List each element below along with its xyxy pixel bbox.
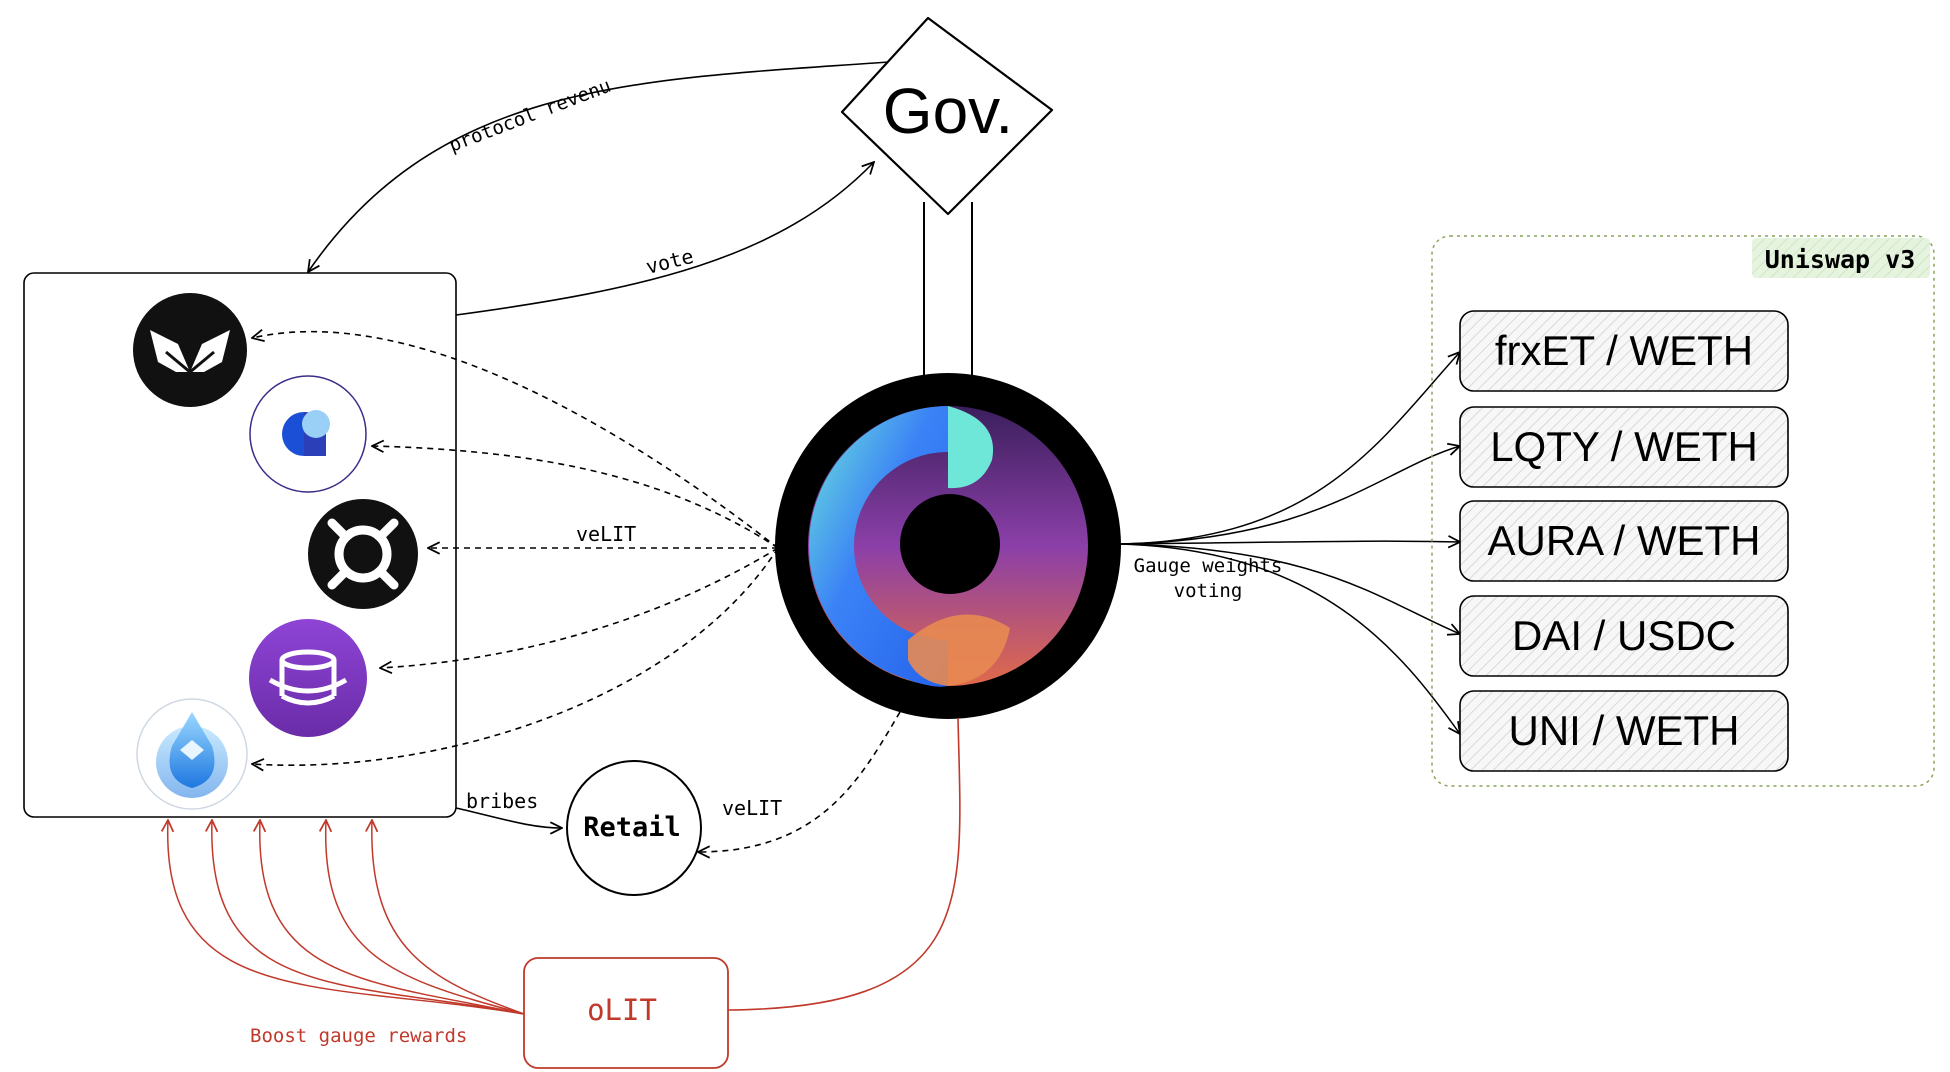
pool-item: frxET / WETH [1459,310,1789,392]
gauge-edge-2 [1119,446,1460,545]
pool-label: DAI / USDC [1512,612,1736,659]
gauge-edge-3 [1119,541,1460,544]
gov-label: Gov. [883,75,1013,147]
olit-node [523,957,729,1069]
butterfly-logo-icon [133,293,247,407]
velit-edge-chat [372,446,779,549]
gov-node: Gov. [840,16,1054,216]
pool-item: UNI / WETH [1459,690,1789,772]
velit-edge-retail [698,711,901,852]
pool-box [1459,310,1789,392]
frax-logo-icon [308,499,418,609]
hub-olit-edge [727,717,961,1011]
protocol-revenue-edge [308,61,889,272]
pool-box [1459,406,1789,488]
olit-label: oLIT [587,993,657,1027]
gauge-edge-5 [1119,543,1460,734]
velit-edge-rings [380,547,779,668]
uniswap-title: Uniswap v3 [1765,245,1916,274]
bribes-edge [455,807,562,828]
chat-bubble-logo-icon [249,375,367,493]
pool-box [1459,595,1789,677]
uniswap-group [1431,235,1935,787]
gauge-label-line2: voting [1174,580,1243,602]
water-drop-logo-icon [136,698,248,810]
pool-item: DAI / USDC [1459,595,1789,677]
pool-label: LQTY / WETH [1490,423,1758,470]
boost-edge-4 [326,820,525,1015]
velit-label-retail: veLIT [722,796,782,820]
vote-label: vote [643,244,696,279]
velit-edge-butterfly [252,332,779,549]
bribes-label: bribes [466,789,538,813]
pool-item: AURA / WETH [1459,500,1789,582]
pool-label: frxET / WETH [1495,327,1753,374]
hub-logo [775,373,1121,719]
retail-node: Retail [566,760,702,896]
pool-box [1459,500,1789,582]
gauge-edge-4 [1119,543,1460,634]
boost-edge-5 [372,820,525,1015]
boost-edge-3 [260,820,525,1015]
protocols-box [23,272,457,818]
retail-label: Retail [583,812,681,843]
gauge-edge-1 [1119,352,1460,545]
stacked-rings-logo-icon [249,619,367,737]
gauge-label-line1: Gauge weights [1134,555,1283,577]
velit-edge-drop [252,547,779,765]
boost-edge-1 [168,820,525,1015]
boost-edge-2 [212,820,525,1015]
pool-label: AURA / WETH [1487,517,1760,564]
vote-edge [455,162,874,316]
uniswap-tag [1752,238,1930,278]
pool-item: LQTY / WETH [1459,406,1789,488]
pool-label: UNI / WETH [1509,707,1740,754]
boost-label: Boost gauge rewards [250,1025,467,1047]
velit-label-left: veLIT [576,522,636,546]
pool-box [1459,690,1789,772]
protocol-revenue-label: protocol revenu [446,75,614,157]
